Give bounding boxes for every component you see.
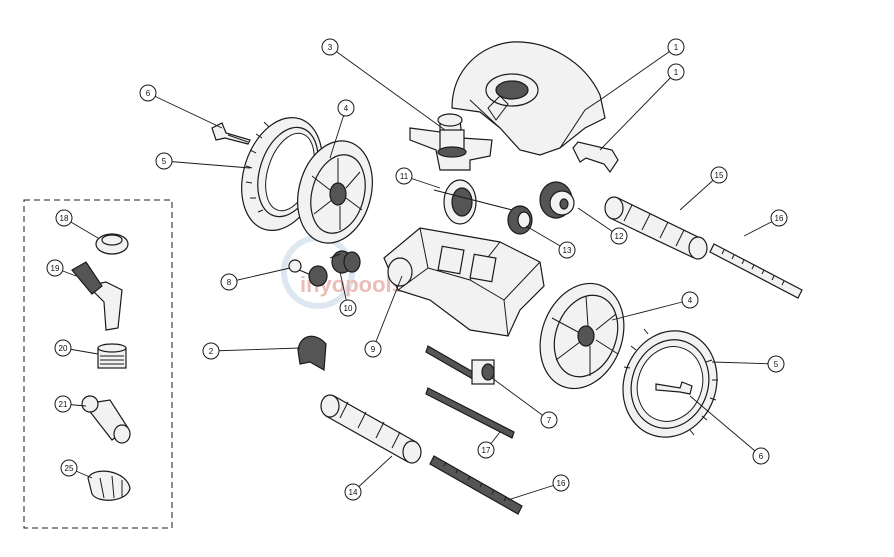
callout-13: 13 — [558, 241, 576, 259]
callout-5-top: 5 — [155, 152, 173, 170]
callout-label: 15 — [715, 171, 724, 180]
callout-label: 17 — [482, 446, 491, 455]
callout-4-right: 4 — [681, 291, 699, 309]
callout-4-top: 4 — [337, 99, 355, 117]
callout-16-top: 16 — [770, 209, 788, 227]
wheel-left — [297, 140, 373, 244]
callout-16-bottom: 16 — [552, 474, 570, 492]
callout-11: 11 — [395, 167, 413, 185]
swivel-assembly — [409, 113, 493, 171]
callout-18: 18 — [55, 209, 73, 227]
callout-label: 16 — [557, 479, 566, 488]
callout-label: 10 — [344, 304, 353, 313]
callout-label: 14 — [349, 488, 358, 497]
hood-clip — [572, 141, 619, 174]
front-bumper — [297, 335, 327, 371]
callout-label: 7 — [547, 416, 552, 425]
callout-label: 20 — [59, 344, 68, 353]
callout-label: 18 — [60, 214, 69, 223]
track-upper — [709, 243, 803, 299]
callout-19: 19 — [46, 259, 64, 277]
callout-10: 10 — [339, 299, 357, 317]
callout-20: 20 — [54, 339, 72, 357]
callout-label: 4 — [688, 296, 693, 305]
callout-6-top: 6 — [139, 84, 157, 102]
hose-adapter-ring — [95, 233, 129, 255]
callout-21: 21 — [54, 395, 72, 413]
accessory-kit-box — [23, 199, 173, 529]
hood-top-cover — [451, 41, 606, 156]
callout-8: 8 — [220, 273, 238, 291]
drive-gear-large — [539, 181, 575, 219]
callout-label: 2 — [209, 347, 214, 356]
callout-9: 9 — [364, 340, 382, 358]
roller-lower — [320, 394, 422, 464]
hose-cuff — [87, 470, 131, 501]
tire-right — [622, 328, 718, 438]
drive-shaft — [425, 345, 495, 385]
track-lower — [429, 455, 523, 515]
callout-1-hood: 1 — [667, 38, 685, 56]
callout-label: 25 — [65, 464, 74, 473]
callout-label: 8 — [227, 278, 232, 287]
callout-label: 6 — [146, 89, 151, 98]
callout-label: 5 — [774, 360, 779, 369]
callout-label: 19 — [51, 264, 60, 273]
callout-25: 25 — [60, 459, 78, 477]
side-rail — [425, 387, 515, 439]
callout-label: 21 — [59, 400, 68, 409]
wheel-right — [539, 282, 625, 390]
callout-6-right: 6 — [752, 447, 770, 465]
drive-pinion — [329, 250, 361, 274]
roller-upper — [604, 196, 708, 260]
callout-5-right: 5 — [767, 355, 785, 373]
idler-gear — [288, 259, 328, 287]
callout-1-clip: 1 — [667, 63, 685, 81]
hose-connector — [97, 343, 127, 369]
callout-label: 6 — [759, 452, 764, 461]
drive-gear-small — [507, 205, 533, 235]
callout-label: 1 — [674, 68, 679, 77]
chassis-body — [383, 227, 545, 337]
callout-label: 3 — [328, 43, 333, 52]
callout-17: 17 — [477, 441, 495, 459]
callout-label: 9 — [371, 345, 376, 354]
callout-15: 15 — [710, 166, 728, 184]
callout-label: 11 — [400, 172, 409, 181]
callout-7: 7 — [540, 411, 558, 429]
callout-label: 1 — [674, 43, 679, 52]
callout-3: 3 — [321, 38, 339, 56]
callout-label: 12 — [615, 232, 624, 241]
callout-2: 2 — [202, 342, 220, 360]
hose-reducer — [81, 395, 131, 444]
callout-label: 16 — [775, 214, 784, 223]
callout-label: 5 — [162, 157, 167, 166]
callout-12: 12 — [610, 227, 628, 245]
callout-label: 4 — [344, 104, 349, 113]
turbine-impeller — [433, 179, 521, 225]
callout-14: 14 — [344, 483, 362, 501]
callout-label: 13 — [563, 246, 572, 255]
hose-swivel-valve — [71, 261, 123, 331]
